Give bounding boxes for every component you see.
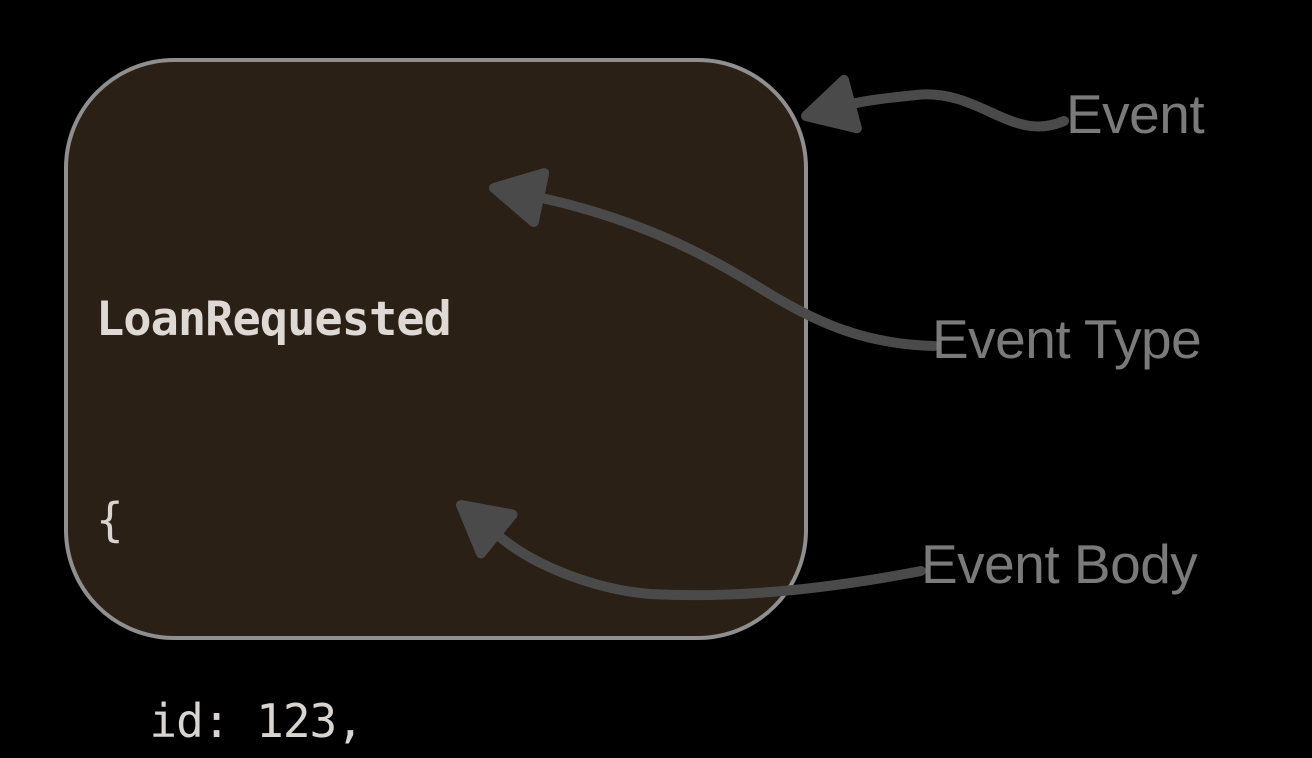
event-code-block: LoanRequested { id: 123, amount: 100, bo… — [96, 152, 710, 758]
event-arrow-icon — [801, 74, 1069, 134]
event-label: Event — [1066, 83, 1205, 145]
code-line-id: id: 123, — [96, 694, 364, 748]
event-type-name: LoanRequested — [96, 292, 452, 347]
event-body-label: Event Body — [921, 533, 1198, 595]
code-line-open-brace: { — [96, 493, 124, 547]
event-type-label: Event Type — [932, 308, 1202, 370]
